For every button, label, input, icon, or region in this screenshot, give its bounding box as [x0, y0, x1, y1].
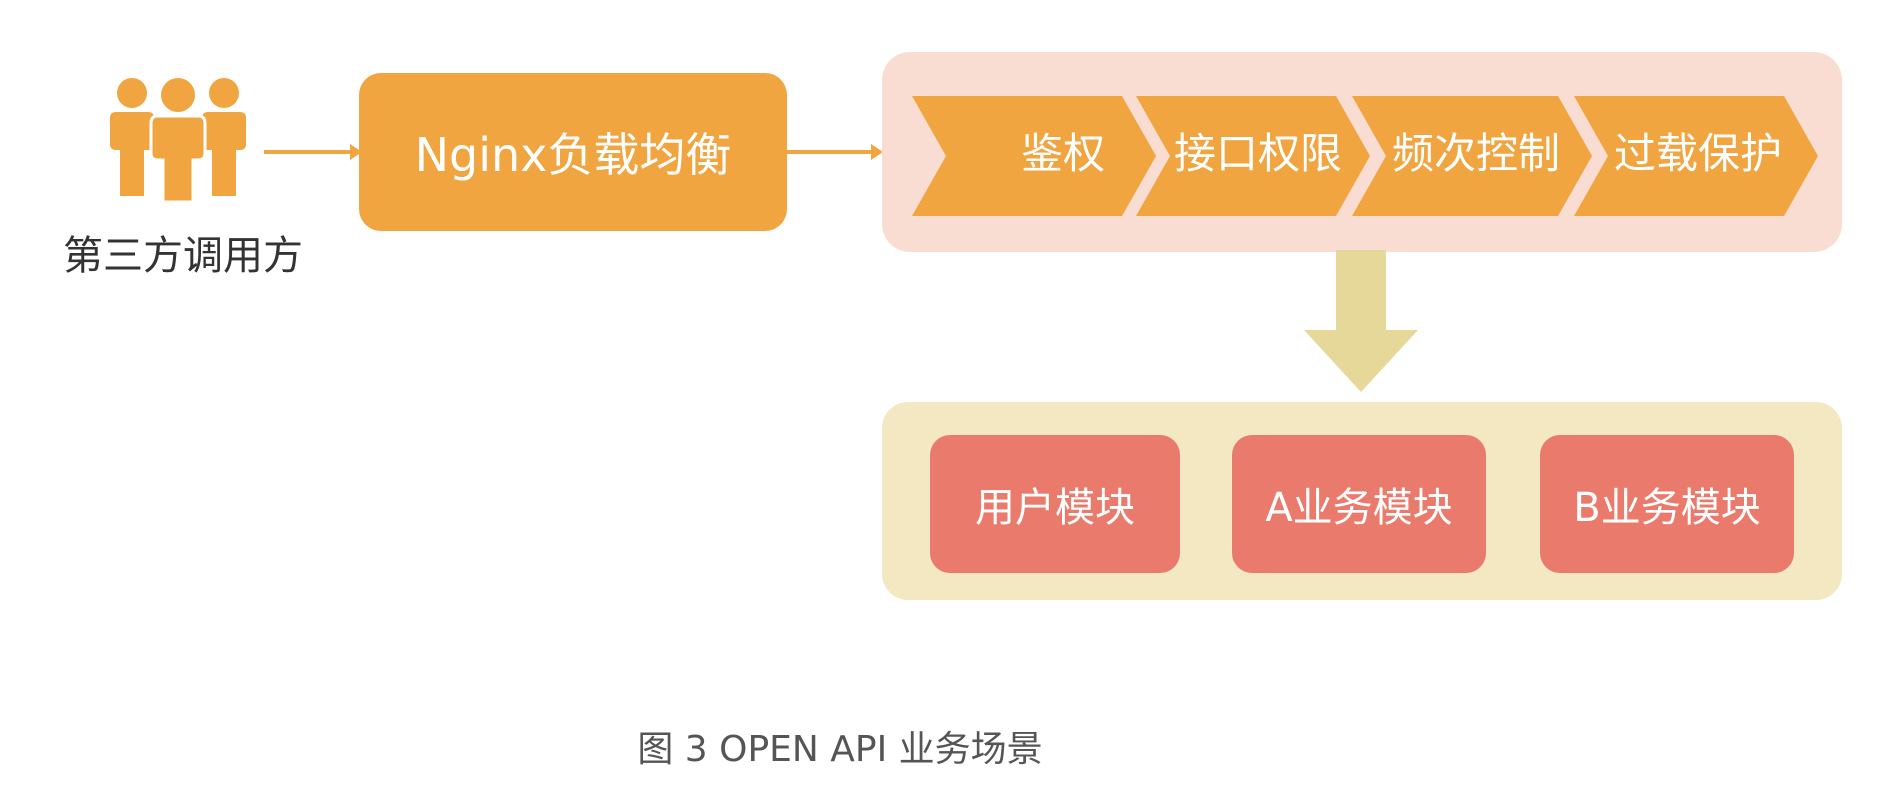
- figure-caption: 图 3 OPEN API 业务场景: [637, 729, 1043, 770]
- gateway-step-label: 接口权限: [1173, 129, 1342, 178]
- nginx-load-balancer-box: Nginx负载均衡: [359, 73, 787, 231]
- chevron-step-2: [1136, 96, 1370, 216]
- gateway-step-label: 鉴权: [1020, 129, 1105, 178]
- gateway-chevrons: [912, 96, 1818, 216]
- chevron-step-4: [1574, 96, 1818, 216]
- arrow-to-nginx: [264, 140, 364, 164]
- module-box: B业务模块: [1540, 435, 1794, 573]
- people-group-icon: [108, 76, 248, 204]
- down-arrow: [1304, 250, 1418, 392]
- nginx-label: Nginx负载均衡: [414, 128, 732, 182]
- arrow-to-gateway: [787, 140, 887, 164]
- chevron-step-1: [912, 96, 1156, 216]
- gateway-panel: 鉴权 接口权限 频次控制 过载保护: [882, 52, 1842, 252]
- gateway-step-label: 频次控制: [1391, 129, 1560, 178]
- module-box: A业务模块: [1232, 435, 1486, 573]
- module-box: 用户模块: [930, 435, 1180, 573]
- caller-label: 第三方调用方: [63, 233, 303, 279]
- business-panel: 用户模块 A业务模块 B业务模块: [882, 402, 1842, 600]
- gateway-step-label: 过载保护: [1613, 129, 1782, 178]
- chevron-step-3: [1352, 96, 1592, 216]
